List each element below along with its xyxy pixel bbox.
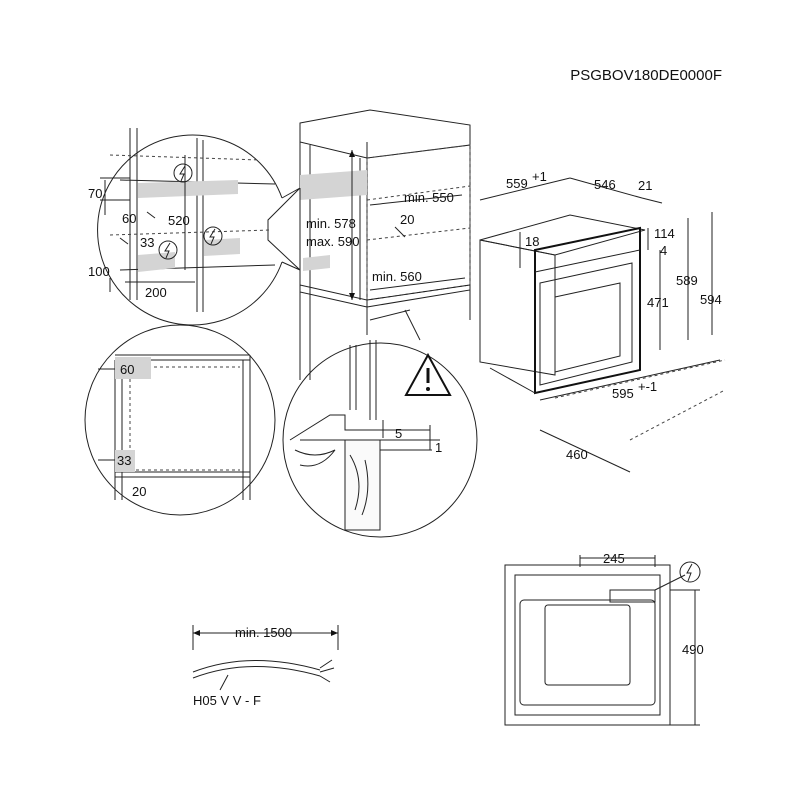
detail-circle-side	[84, 324, 276, 516]
niche-height-max-label: max. 590	[306, 234, 359, 249]
lightning-bolt-icon	[679, 561, 701, 583]
lightning-bolt-icon	[203, 226, 223, 246]
side-detail-60-label: 60	[120, 362, 134, 377]
detail-circle-top	[97, 128, 301, 326]
top-detail-100-label: 100	[88, 264, 110, 279]
niche-height-min-label: min. 578	[306, 216, 356, 231]
oven-471-label: 471	[647, 295, 669, 310]
oven-595-label: 595	[612, 386, 634, 401]
top-detail-70-label: 70	[88, 186, 102, 201]
detail-circle-install	[282, 309, 478, 538]
niche-depth-label: min. 550	[404, 190, 454, 205]
oven-114-label: 114	[654, 226, 675, 241]
cable-length-label: min. 1500	[235, 625, 292, 640]
top-detail-200-label: 200	[145, 285, 167, 300]
install-detail-5-label: 5	[395, 426, 402, 441]
lightning-bolt-icon	[158, 240, 178, 260]
oven-460-label: 460	[566, 447, 588, 462]
cabinet-niche	[299, 109, 471, 380]
oven-589-label: 589	[676, 273, 698, 288]
oven-595-tolerance: +-1	[638, 379, 657, 394]
oven-body	[479, 177, 726, 473]
oven-rear-view	[504, 555, 700, 726]
oven-18-label: 18	[525, 234, 539, 249]
rear-490-label: 490	[682, 642, 704, 657]
oven-594-label: 594	[700, 292, 722, 307]
top-detail-33-label: 33	[140, 235, 154, 250]
model-code: PSGBOV180DE0000F	[570, 67, 722, 84]
lightning-bolt-icon	[173, 163, 193, 183]
callout-line	[404, 309, 421, 341]
oven-21-label: 21	[638, 178, 652, 193]
rear-245-label: 245	[603, 551, 625, 566]
niche-width-label: min. 560	[372, 269, 422, 284]
top-detail-60-label: 60	[122, 211, 136, 226]
niche-gap-label: 20	[400, 212, 414, 227]
side-detail-20-label: 20	[132, 484, 146, 499]
install-detail-1-label: 1	[435, 440, 442, 455]
oven-546-label: 546	[594, 177, 616, 192]
cable-type-label: H05 V V - F	[193, 693, 261, 708]
warning-triangle-icon	[404, 352, 452, 396]
power-cable	[192, 625, 339, 691]
top-detail-520-label: 520	[168, 213, 190, 228]
side-detail-33-label: 33	[117, 453, 131, 468]
oven-559-label: 559	[506, 176, 528, 191]
oven-559-tolerance: +1	[532, 169, 547, 184]
oven-4-label: 4	[660, 243, 667, 258]
